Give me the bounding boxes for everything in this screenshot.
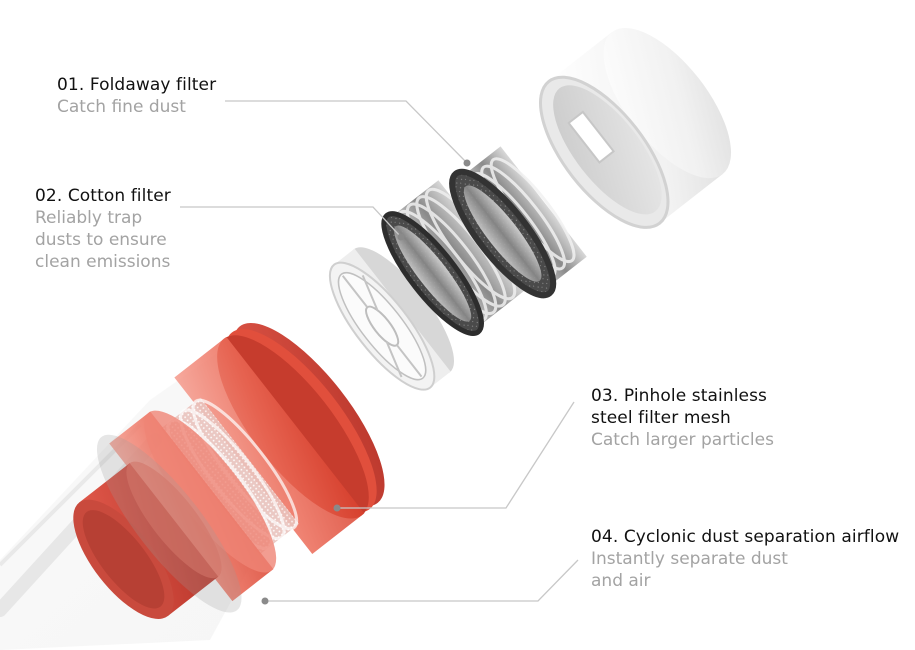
callout-foldaway-filter: 01. Foldaway filter Catch fine dust: [57, 74, 216, 118]
leader-dot-01: [463, 159, 471, 167]
cotton-filter: [381, 180, 525, 336]
leader-lines: [180, 100, 579, 602]
callout-cyclonic-airflow: 04. Cyclonic dust separation airflow Ins…: [591, 526, 899, 592]
callout-title: 04. Cyclonic dust separation airflow: [591, 527, 900, 547]
leader-dots: [261, 159, 471, 605]
callout-description: Reliably trap dusts to ensure clean emis…: [35, 208, 171, 272]
leader-dot-04: [261, 597, 269, 605]
callout-description: Catch larger particles: [591, 430, 774, 450]
callout-title: 02. Cotton filter: [35, 186, 171, 206]
callout-cotton-filter: 02. Cotton filter Reliably trap dusts to…: [35, 185, 171, 273]
callout-title: 03. Pinhole stainless steel filter mesh: [591, 386, 768, 428]
leader-line-03: [337, 401, 575, 509]
callout-description: Catch fine dust: [57, 97, 186, 117]
leader-line-01: [225, 100, 468, 164]
leader-line-02: [180, 206, 402, 238]
leader-dot-03: [333, 504, 341, 512]
end-cap: [538, 27, 732, 229]
leader-line-04: [265, 559, 579, 602]
stainless-mesh-filter: [328, 247, 455, 391]
callout-description: Instantly separate dust and air: [591, 549, 788, 591]
cyclone-separator: [73, 322, 385, 619]
leader-dot-02: [397, 233, 405, 241]
callout-stainless-mesh: 03. Pinhole stainless steel filter mesh …: [591, 385, 774, 451]
foldaway-filter: [449, 146, 587, 299]
callout-title: 01. Foldaway filter: [57, 75, 217, 95]
